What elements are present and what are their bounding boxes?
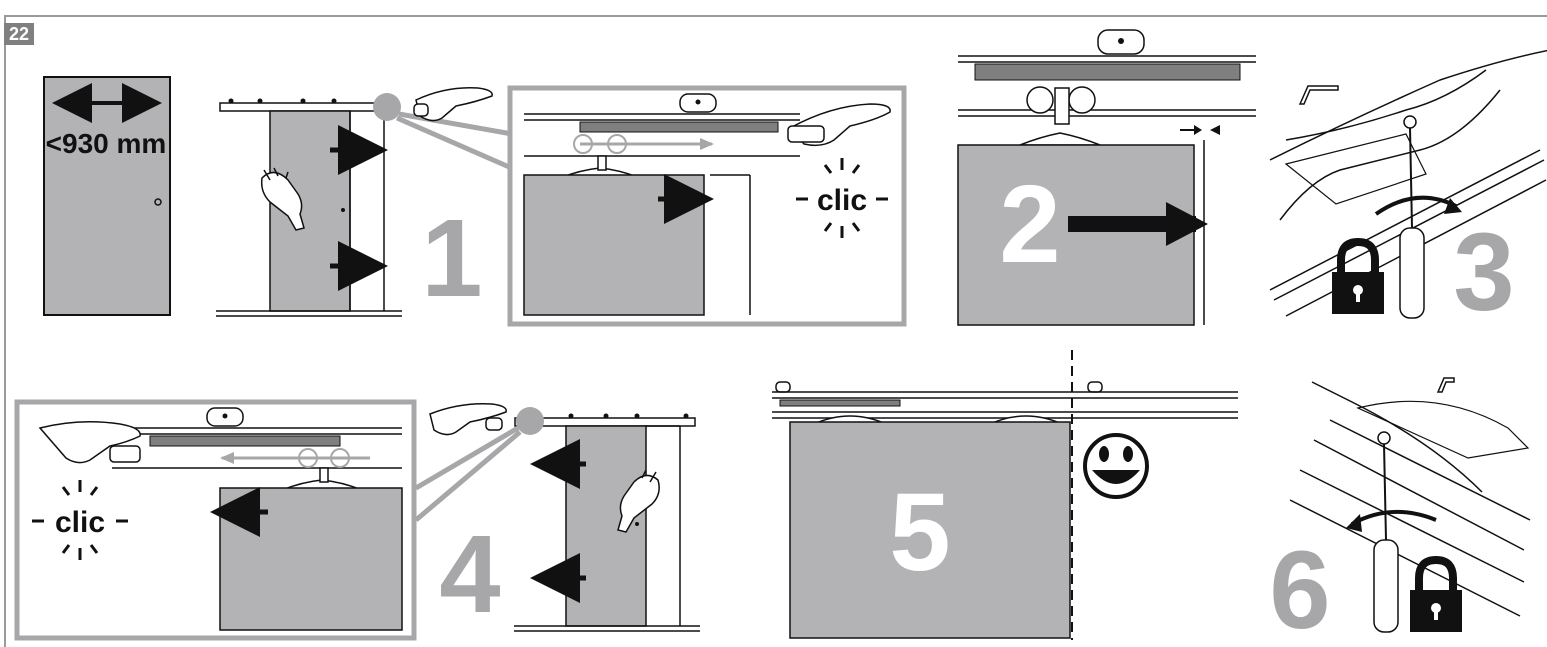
screwdriver-icon bbox=[1399, 127, 1425, 319]
hand-icon bbox=[787, 103, 891, 147]
page-number-badge: 22 bbox=[4, 23, 34, 45]
zoom-marker bbox=[516, 407, 544, 435]
step-number-2: 2 bbox=[999, 163, 1060, 286]
push-arrow bbox=[1166, 202, 1208, 246]
step-2-panel: 2 bbox=[957, 29, 1256, 326]
lock-icon bbox=[1332, 237, 1384, 314]
step-6-panel: 6 bbox=[1269, 377, 1531, 647]
step-number-6: 6 bbox=[1269, 529, 1330, 647]
step-number-5: 5 bbox=[889, 471, 950, 594]
door-dimension-panel: <930 mm bbox=[43, 76, 171, 316]
rail bbox=[219, 102, 389, 112]
lock-icon bbox=[1410, 555, 1462, 632]
door-knob bbox=[154, 198, 162, 206]
screwdriver-icon bbox=[1373, 443, 1399, 633]
door-panel bbox=[43, 76, 171, 316]
step-4-panel: 4 bbox=[414, 402, 700, 636]
step-number-3: 3 bbox=[1453, 211, 1514, 334]
step-5-panel: 5 bbox=[772, 350, 1238, 640]
hand-icon bbox=[38, 421, 141, 464]
step-3-panel: 3 bbox=[1269, 49, 1547, 334]
step-1-zoom-panel: clic bbox=[507, 85, 907, 327]
rotate-arrow bbox=[1444, 198, 1462, 214]
door-panel bbox=[565, 425, 647, 627]
hand-icon bbox=[429, 402, 507, 436]
step-4-zoom-panel: clic bbox=[14, 399, 417, 641]
frame-left-border bbox=[4, 15, 6, 647]
door-panel bbox=[789, 421, 1071, 639]
smiley-icon bbox=[1083, 433, 1149, 499]
rotate-arrow bbox=[1346, 514, 1362, 532]
dimension-label: <930 mm bbox=[46, 128, 167, 159]
frame-top-border bbox=[4, 15, 1547, 17]
zoom-marker bbox=[373, 93, 401, 121]
door-panel bbox=[523, 174, 705, 316]
door-panel bbox=[957, 144, 1195, 326]
hand-icon bbox=[617, 469, 660, 533]
hand-icon bbox=[413, 87, 493, 122]
click-label: clic bbox=[817, 184, 867, 217]
hand-icon bbox=[260, 167, 305, 231]
step-1-panel: 1 bbox=[216, 87, 518, 320]
click-burst bbox=[796, 158, 888, 238]
door-panel bbox=[219, 487, 403, 631]
click-burst bbox=[32, 480, 128, 560]
step-number-4: 4 bbox=[439, 513, 500, 636]
step-number-1: 1 bbox=[421, 197, 482, 320]
click-label: clic bbox=[55, 506, 105, 539]
